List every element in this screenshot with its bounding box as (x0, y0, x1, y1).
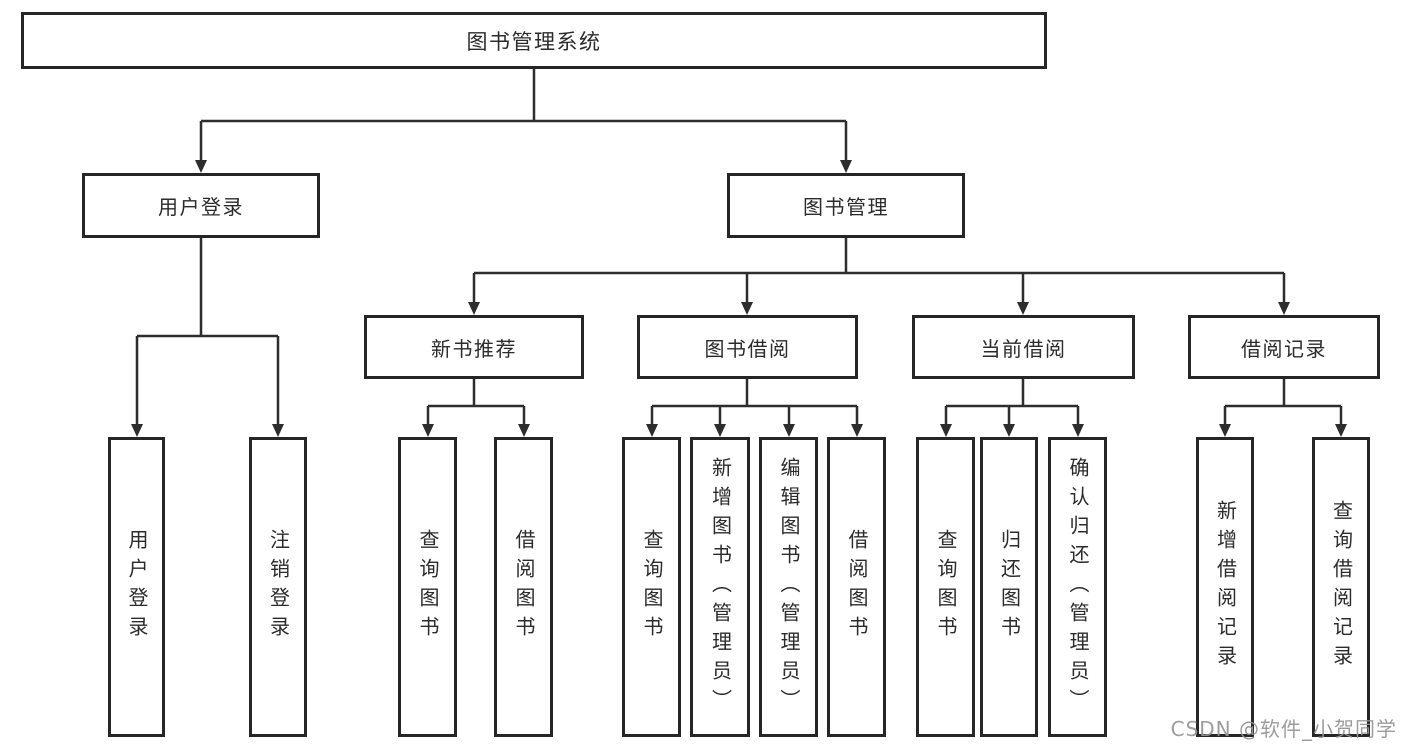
node-book-management: 图书管理 (727, 173, 965, 238)
leaf-borrow-books-recommend-label: 借阅图书 (512, 529, 536, 645)
leaf-query-books-borrow-label: 查询图书 (640, 529, 664, 645)
leaf-add-books-admin: 新增图书（管理员） (690, 437, 750, 737)
arrow-down-icon (272, 424, 284, 437)
arrow-down-icon (940, 424, 952, 437)
leaf-edit-books-admin: 编辑图书（管理员） (759, 437, 818, 737)
node-borrow-records-label: 借阅记录 (1241, 336, 1327, 361)
leaf-query-books-borrow: 查询图书 (622, 437, 681, 737)
node-current-borrow: 当前借阅 (912, 315, 1135, 379)
leaf-borrow-books-borrow-label: 借阅图书 (845, 529, 869, 645)
node-book-borrow-label: 图书借阅 (704, 336, 791, 361)
leaf-return-books-label: 归还图书 (997, 529, 1022, 645)
leaf-query-books-recommend-label: 查询图书 (416, 529, 440, 645)
leaf-query-books-recommend: 查询图书 (398, 437, 457, 737)
node-book-borrow: 图书借阅 (637, 315, 858, 379)
leaf-query-books-current: 查询图书 (916, 437, 975, 737)
node-root: 图书管理系统 (21, 12, 1047, 69)
leaf-logout-label: 注销登录 (266, 529, 291, 645)
node-user-login: 用户登录 (82, 173, 320, 238)
leaf-add-books-admin-label: 新增图书（管理员） (708, 456, 733, 718)
leaf-add-borrow-record-label: 新增借阅记录 (1213, 500, 1238, 674)
node-new-book-recommend-label: 新书推荐 (431, 336, 517, 361)
leaf-confirm-return-admin-label: 确认归还（管理员） (1066, 456, 1090, 718)
node-user-login-label: 用户登录 (158, 195, 244, 219)
arrow-down-icon (131, 424, 143, 437)
arrow-down-icon (468, 302, 480, 315)
arrow-down-icon (851, 424, 863, 437)
node-book-management-label: 图书管理 (803, 195, 889, 219)
arrow-down-icon (195, 160, 207, 173)
node-current-borrow-label: 当前借阅 (980, 336, 1067, 361)
arrow-down-icon (422, 424, 434, 437)
csdn-watermark: CSDN @软件_小贺同学 (1170, 717, 1397, 741)
arrow-down-icon (783, 424, 795, 437)
leaf-add-borrow-record: 新增借阅记录 (1196, 437, 1254, 737)
leaf-borrow-books-recommend: 借阅图书 (494, 437, 553, 737)
leaf-user-login: 用户登录 (108, 437, 165, 737)
leaf-return-books: 归还图书 (980, 437, 1038, 737)
leaf-query-borrow-record-label: 查询借阅记录 (1329, 500, 1354, 674)
arrow-down-icon (1072, 424, 1084, 437)
leaf-borrow-books-borrow: 借阅图书 (827, 437, 886, 737)
leaf-logout: 注销登录 (249, 437, 307, 737)
leaf-user-login-label: 用户登录 (125, 529, 149, 645)
arrow-down-icon (1017, 302, 1029, 315)
leaf-query-borrow-record: 查询借阅记录 (1312, 437, 1370, 737)
arrow-down-icon (741, 302, 753, 315)
node-root-label: 图书管理系统 (466, 29, 602, 54)
node-new-book-recommend: 新书推荐 (364, 315, 584, 379)
arrow-down-icons (131, 160, 1347, 437)
arrow-down-icon (1219, 424, 1231, 437)
leaf-confirm-return-admin: 确认归还（管理员） (1048, 437, 1107, 737)
arrow-down-icon (1003, 424, 1015, 437)
arrow-down-icon (1335, 424, 1347, 437)
node-borrow-records: 借阅记录 (1188, 315, 1380, 379)
arrow-down-icon (840, 160, 852, 173)
arrow-down-icon (646, 424, 658, 437)
arrow-down-icon (518, 424, 530, 437)
arrow-down-icon (1278, 302, 1290, 315)
arrow-down-icon (714, 424, 726, 437)
leaf-edit-books-admin-label: 编辑图书（管理员） (777, 456, 801, 718)
leaf-query-books-current-label: 查询图书 (934, 529, 958, 645)
